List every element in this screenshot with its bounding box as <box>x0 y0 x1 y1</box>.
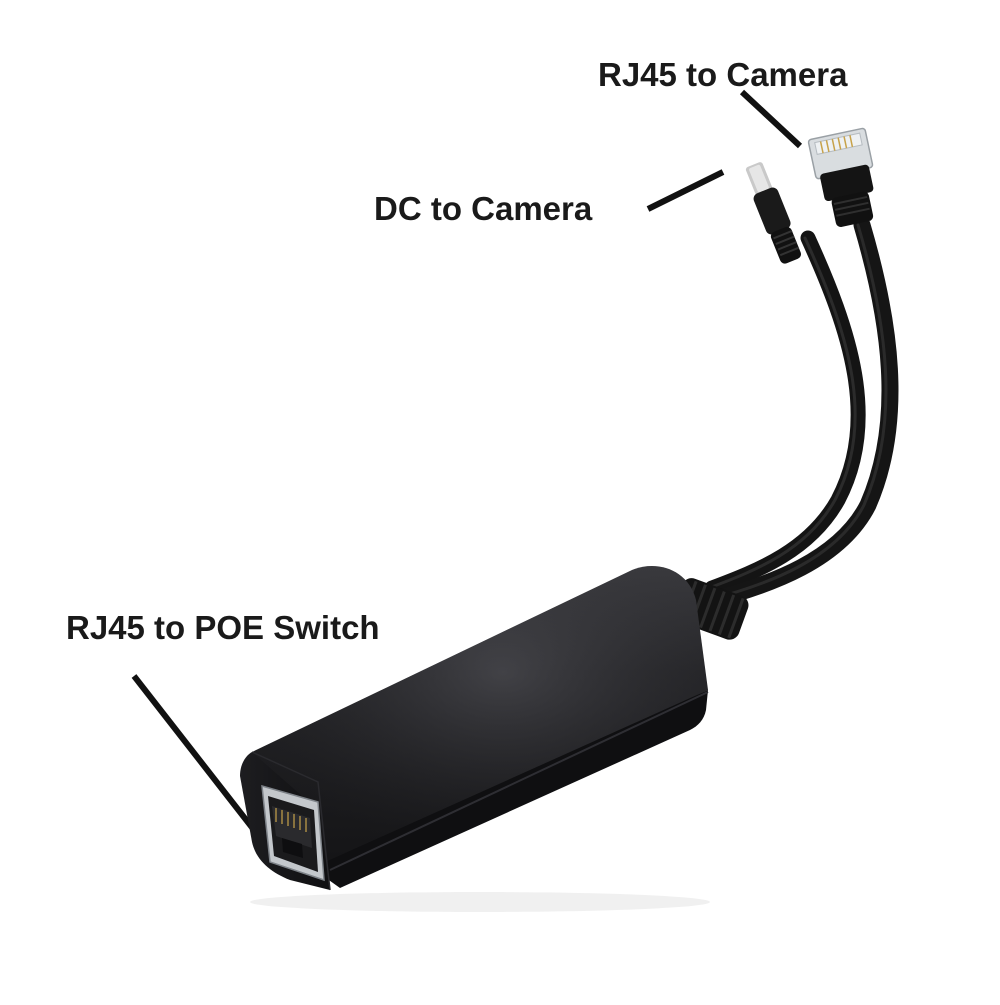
label-rj45-to-poe-switch: RJ45 to POE Switch <box>66 609 380 646</box>
label-rj45-to-camera: RJ45 to Camera <box>598 56 848 93</box>
label-dc-to-camera: DC to Camera <box>374 190 593 227</box>
rj45-camera-cable <box>703 216 899 609</box>
pointer-lines <box>131 89 803 832</box>
cables <box>703 216 899 609</box>
rj45-poe-jack <box>261 784 325 882</box>
pointer-line-dc-camera <box>646 169 725 212</box>
housing-shadow <box>250 892 710 912</box>
pointer-line-rj45-camera <box>739 89 803 149</box>
rj45-camera-plug <box>807 127 874 227</box>
pointer-line-rj45-poe <box>131 674 257 832</box>
dc-plug <box>745 162 801 264</box>
